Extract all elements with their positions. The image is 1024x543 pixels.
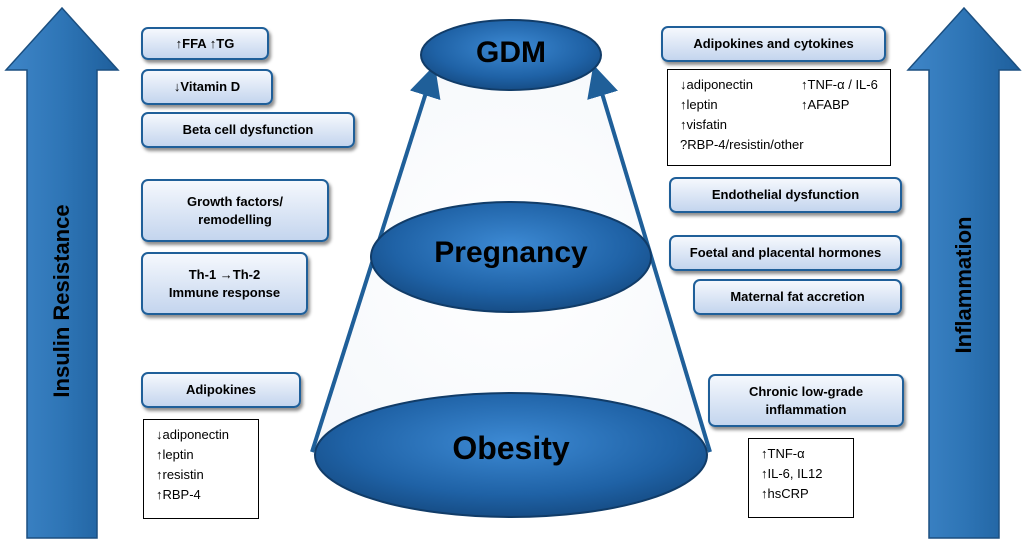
ffa-tg-text: ↑FFA ↑TG xyxy=(175,35,235,51)
list-item: ↑TNF-α / IL-6 xyxy=(801,77,878,92)
ffa-tg-box: ↑FFA ↑TG xyxy=(141,27,269,60)
pregnancy-ellipse xyxy=(370,201,652,313)
chronic-inflammation-box: Chronic low-grade inflammation xyxy=(708,374,904,427)
gdm-label: GDM xyxy=(476,36,546,69)
inflammation-label: Inflammation xyxy=(951,216,976,354)
list-item: ↑resistin xyxy=(156,467,204,482)
th-immune-line1: Th-1 →Th-2 xyxy=(188,266,261,282)
adipokines-cytokines-text: Adipokines and cytokines xyxy=(693,36,854,52)
pregnancy-label: Pregnancy xyxy=(434,236,588,269)
adipokines-text: Adipokines xyxy=(185,382,257,398)
left-marker-list: ↓adiponectin ↑leptin ↑resistin ↑RBP-4 xyxy=(143,419,259,519)
inflammation-arrow xyxy=(906,6,1022,539)
endothelial-text: Endothelial dysfunction xyxy=(711,187,860,203)
list-item: ↑RBP-4 xyxy=(156,487,201,502)
chronic-inflammation-line2: inflammation xyxy=(765,401,847,417)
vitamin-d-box: ↓Vitamin D xyxy=(141,69,273,105)
fat-accretion-box: Maternal fat accretion xyxy=(693,279,902,315)
growth-factors-line1: Growth factors/ xyxy=(186,193,284,209)
list-item: ↑AFABP xyxy=(801,97,850,112)
list-item: ?RBP-4/resistin/other xyxy=(680,137,804,152)
chronic-inflammation-line1: Chronic low-grade xyxy=(748,383,864,399)
beta-cell-box: Beta cell dysfunction xyxy=(141,112,355,148)
fat-accretion-text: Maternal fat accretion xyxy=(730,289,865,305)
hormones-text: Foetal and placental hormones xyxy=(689,245,882,261)
list-item: ↑TNF-α xyxy=(761,446,805,461)
list-item: ↑IL-6, IL12 xyxy=(761,466,823,481)
right-bottom-marker-list: ↑TNF-α ↑IL-6, IL12 ↑hsCRP xyxy=(748,438,854,518)
list-item: ↑leptin xyxy=(156,447,194,462)
th-immune-box: Th-1 →Th-2 Immune response xyxy=(141,252,308,315)
vitamin-d-text: ↓Vitamin D xyxy=(173,79,241,95)
th-immune-line2: Immune response xyxy=(168,284,281,300)
list-item: ↓adiponectin xyxy=(156,427,229,442)
list-item: ↓adiponectin xyxy=(680,77,753,92)
list-item: ↑visfatin xyxy=(680,117,727,132)
right-arrow-line xyxy=(587,64,712,453)
hormones-box: Foetal and placental hormones xyxy=(669,235,902,271)
left-arrow-line xyxy=(310,64,441,453)
insulin-resistance-arrow xyxy=(4,6,120,539)
obesity-ellipse xyxy=(314,392,708,518)
right-marker-list: ↓adiponectin ↑leptin ↑visfatin ?RBP-4/re… xyxy=(667,69,891,166)
insulin-resistance-label: Insulin Resistance xyxy=(49,204,74,398)
beta-cell-text: Beta cell dysfunction xyxy=(182,122,314,138)
list-item: ↑leptin xyxy=(680,97,718,112)
adipokines-box: Adipokines xyxy=(141,372,301,408)
gdm-ellipse xyxy=(420,19,602,91)
adipokines-cytokines-box: Adipokines and cytokines xyxy=(661,26,886,62)
growth-factors-box: Growth factors/ remodelling xyxy=(141,179,329,242)
right-list-second-column: ↑TNF-α / IL-6 ↑AFABP xyxy=(801,75,878,115)
growth-factors-line2: remodelling xyxy=(198,211,272,227)
list-item: ↑hsCRP xyxy=(761,486,809,501)
endothelial-box: Endothelial dysfunction xyxy=(669,177,902,213)
obesity-label: Obesity xyxy=(452,430,570,466)
